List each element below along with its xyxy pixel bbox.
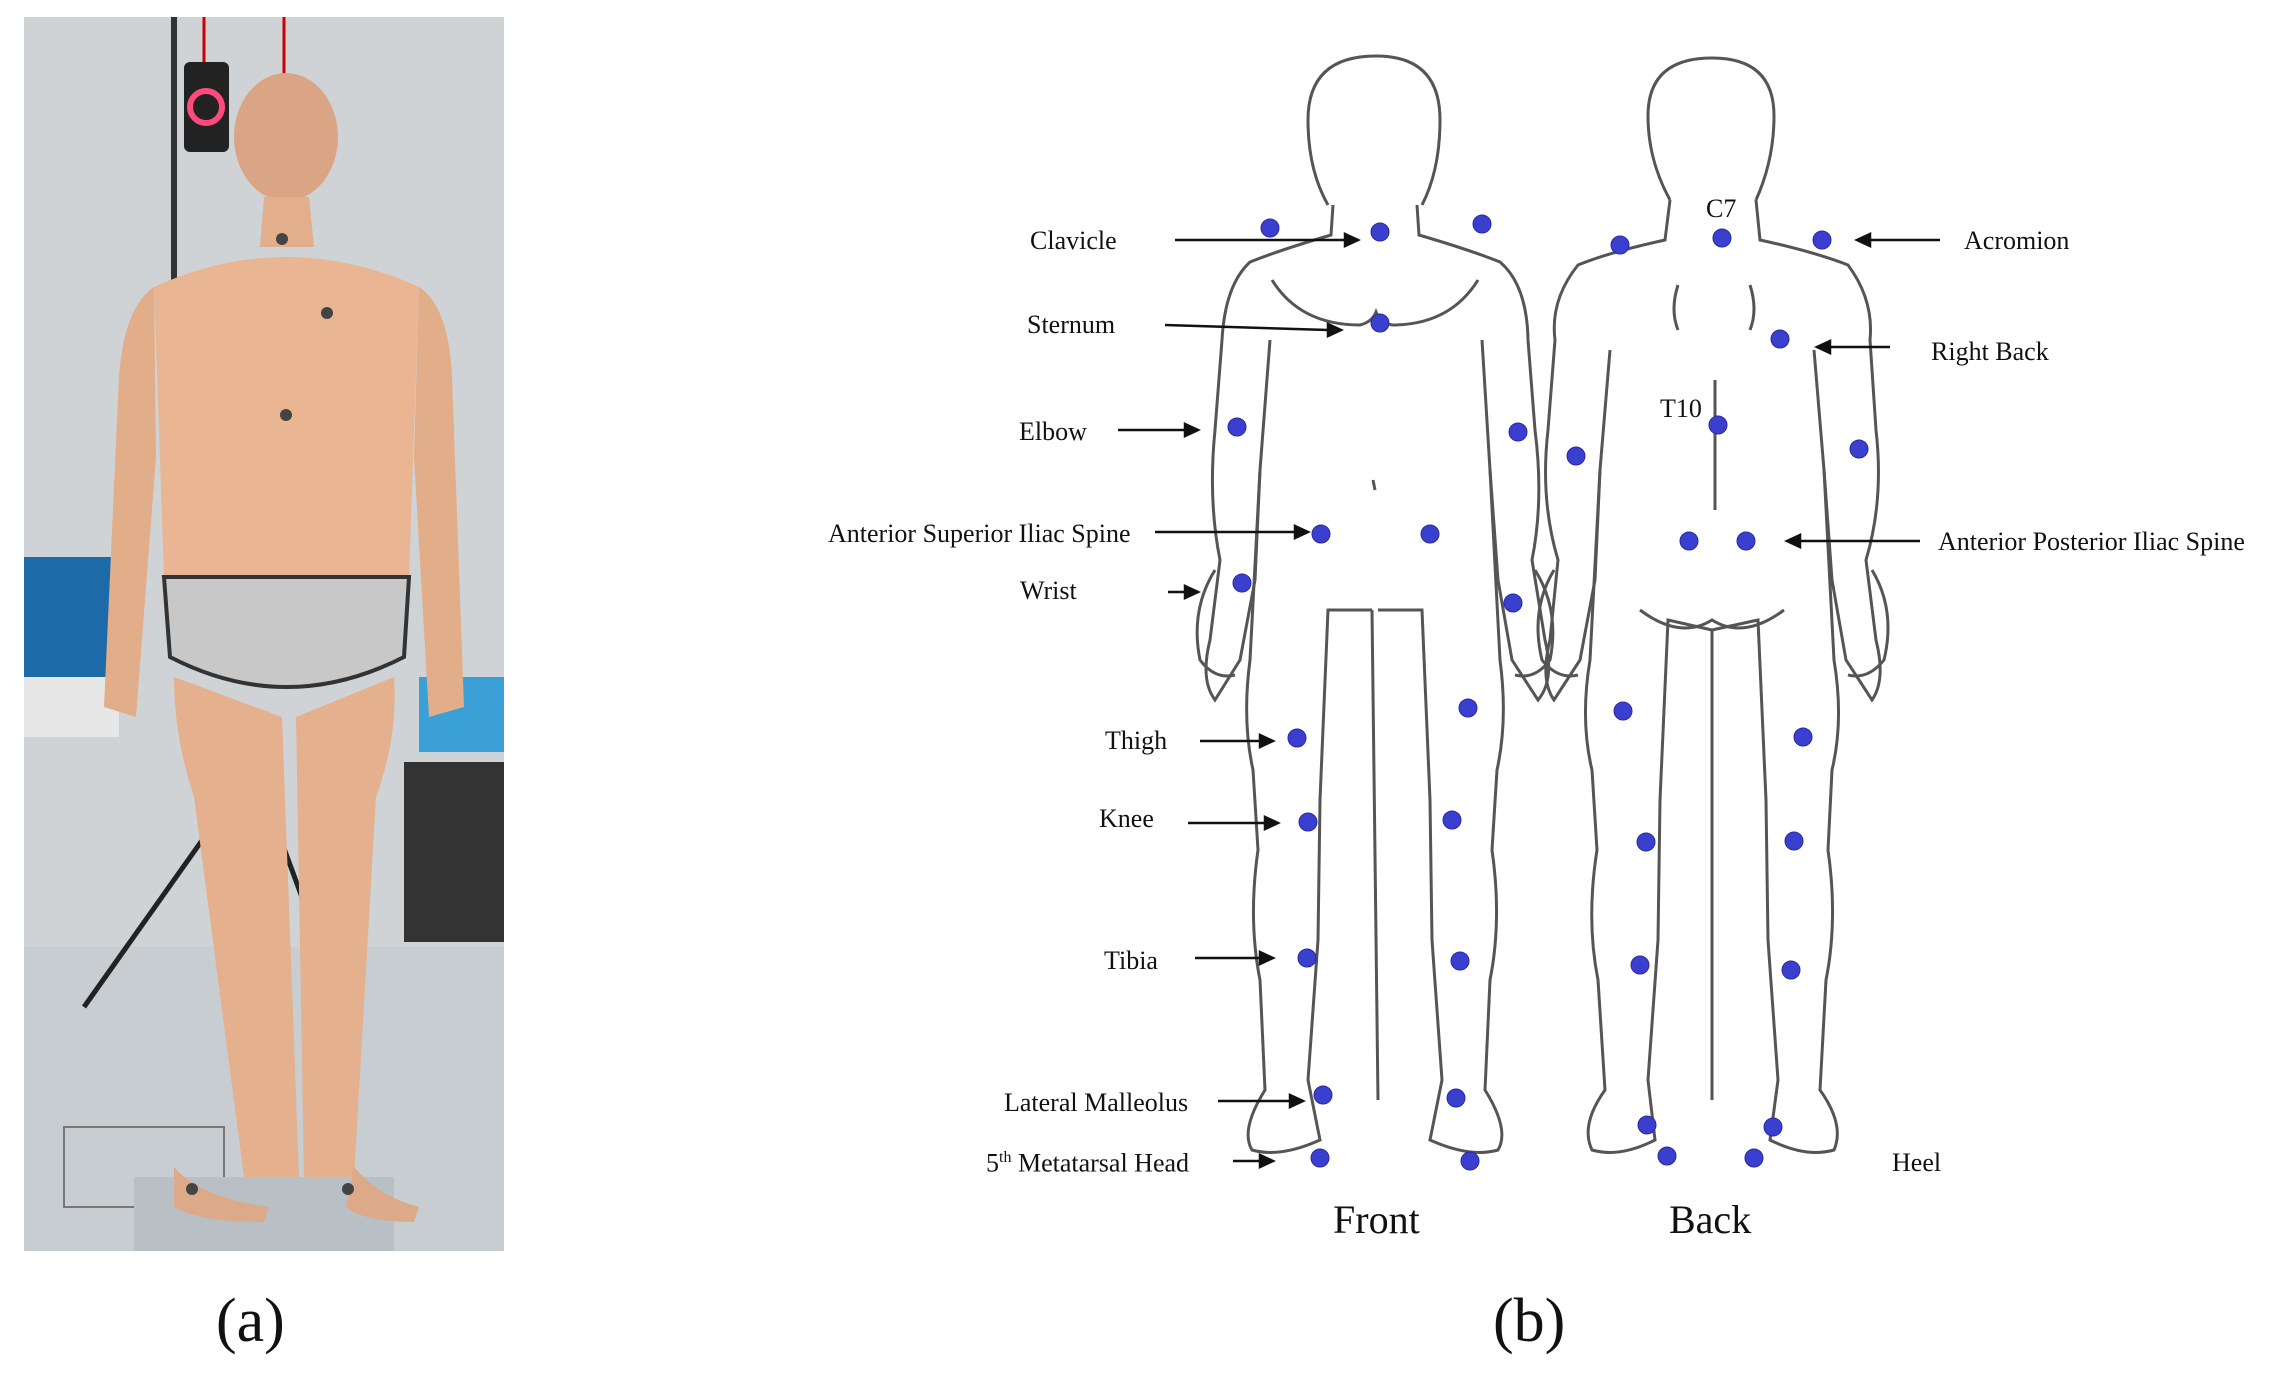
label-arrows <box>1118 232 1940 1169</box>
label-right-back: Right Back <box>1931 337 2049 366</box>
marker-thigh-left <box>1458 698 1478 718</box>
marker-tibia-left <box>1450 951 1470 971</box>
view-label-back: Back <box>1669 1197 1752 1242</box>
marker-clavicle-right <box>1260 218 1280 238</box>
label-wrist: Wrist <box>1020 576 1077 605</box>
marker-knee-right <box>1298 812 1318 832</box>
label-c7: C7 <box>1706 194 1737 223</box>
marker-heel-back-left <box>1657 1146 1677 1166</box>
marker-asis-right <box>1311 524 1331 544</box>
panel-b-caption: (b) <box>1493 1287 1566 1355</box>
back-body-outline <box>1536 56 1890 1154</box>
front-markers <box>1227 214 1528 1171</box>
marker-pis-left <box>1679 531 1699 551</box>
marker-elbow-left <box>1508 422 1528 442</box>
marker-wrist-right <box>1232 573 1252 593</box>
label-asis: Anterior Superior Iliac Spine <box>828 519 1131 548</box>
subject-photo <box>24 17 504 1251</box>
marker-diagram <box>1118 54 1940 1171</box>
label-thigh: Thigh <box>1105 726 1168 755</box>
marker-pis-right <box>1736 531 1756 551</box>
label-fifth-metatarsal-head: 5th Metatarsal Head <box>986 1148 1190 1178</box>
marker-asis-left <box>1420 524 1440 544</box>
label-elbow: Elbow <box>1019 417 1087 446</box>
label-tibia: Tibia <box>1104 946 1158 975</box>
label-knee: Knee <box>1099 804 1154 833</box>
marker-metatarsal-left <box>1460 1151 1480 1171</box>
view-label-front: Front <box>1333 1197 1420 1242</box>
marker-knee-left <box>1442 810 1462 830</box>
marker-c7 <box>1712 228 1732 248</box>
marker-right-back <box>1770 329 1790 349</box>
label-sternum: Sternum <box>1027 310 1116 339</box>
photo-panel-a <box>24 17 504 1251</box>
marker-thigh-back-right <box>1793 727 1813 747</box>
marker-thigh-right <box>1287 728 1307 748</box>
marker-elbow-back-right <box>1849 439 1869 459</box>
marker-malleolus-left <box>1446 1088 1466 1108</box>
marker-elbow-back-left <box>1566 446 1586 466</box>
marker-acromion-right <box>1812 230 1832 250</box>
front-body-outline <box>1195 54 1555 1154</box>
back-markers <box>1566 228 1869 1168</box>
marker-wrist-left <box>1503 593 1523 613</box>
marker-tibia-back-right <box>1781 960 1801 980</box>
marker-thigh-back-left <box>1613 701 1633 721</box>
panel-a-caption: (a) <box>216 1287 285 1355</box>
label-acromion: Acromion <box>1964 226 2070 255</box>
label-heel: Heel <box>1892 1148 1942 1177</box>
marker-t10 <box>1708 415 1728 435</box>
marker-elbow-right <box>1227 417 1247 437</box>
marker-heel-back-right-upper <box>1763 1117 1783 1137</box>
label-apis: Anterior Posterior Iliac Spine <box>1938 527 2245 556</box>
marker-sternum <box>1370 313 1390 333</box>
marker-metatarsal-right <box>1310 1148 1330 1168</box>
marker-tibia-back-left <box>1630 955 1650 975</box>
marker-clavicle-left <box>1472 214 1492 234</box>
marker-clavicle-center <box>1370 222 1390 242</box>
marker-tibia-right <box>1297 948 1317 968</box>
marker-acromion-left <box>1610 235 1630 255</box>
marker-knee-back-left <box>1636 832 1656 852</box>
marker-malleolus-right <box>1313 1085 1333 1105</box>
label-clavicle: Clavicle <box>1030 226 1117 255</box>
label-t10: T10 <box>1660 394 1702 423</box>
label-lateral-malleolus: Lateral Malleolus <box>1004 1088 1189 1117</box>
marker-heel-back-right <box>1744 1148 1764 1168</box>
marker-knee-back-right <box>1784 831 1804 851</box>
marker-heel-back-left-upper <box>1637 1115 1657 1135</box>
